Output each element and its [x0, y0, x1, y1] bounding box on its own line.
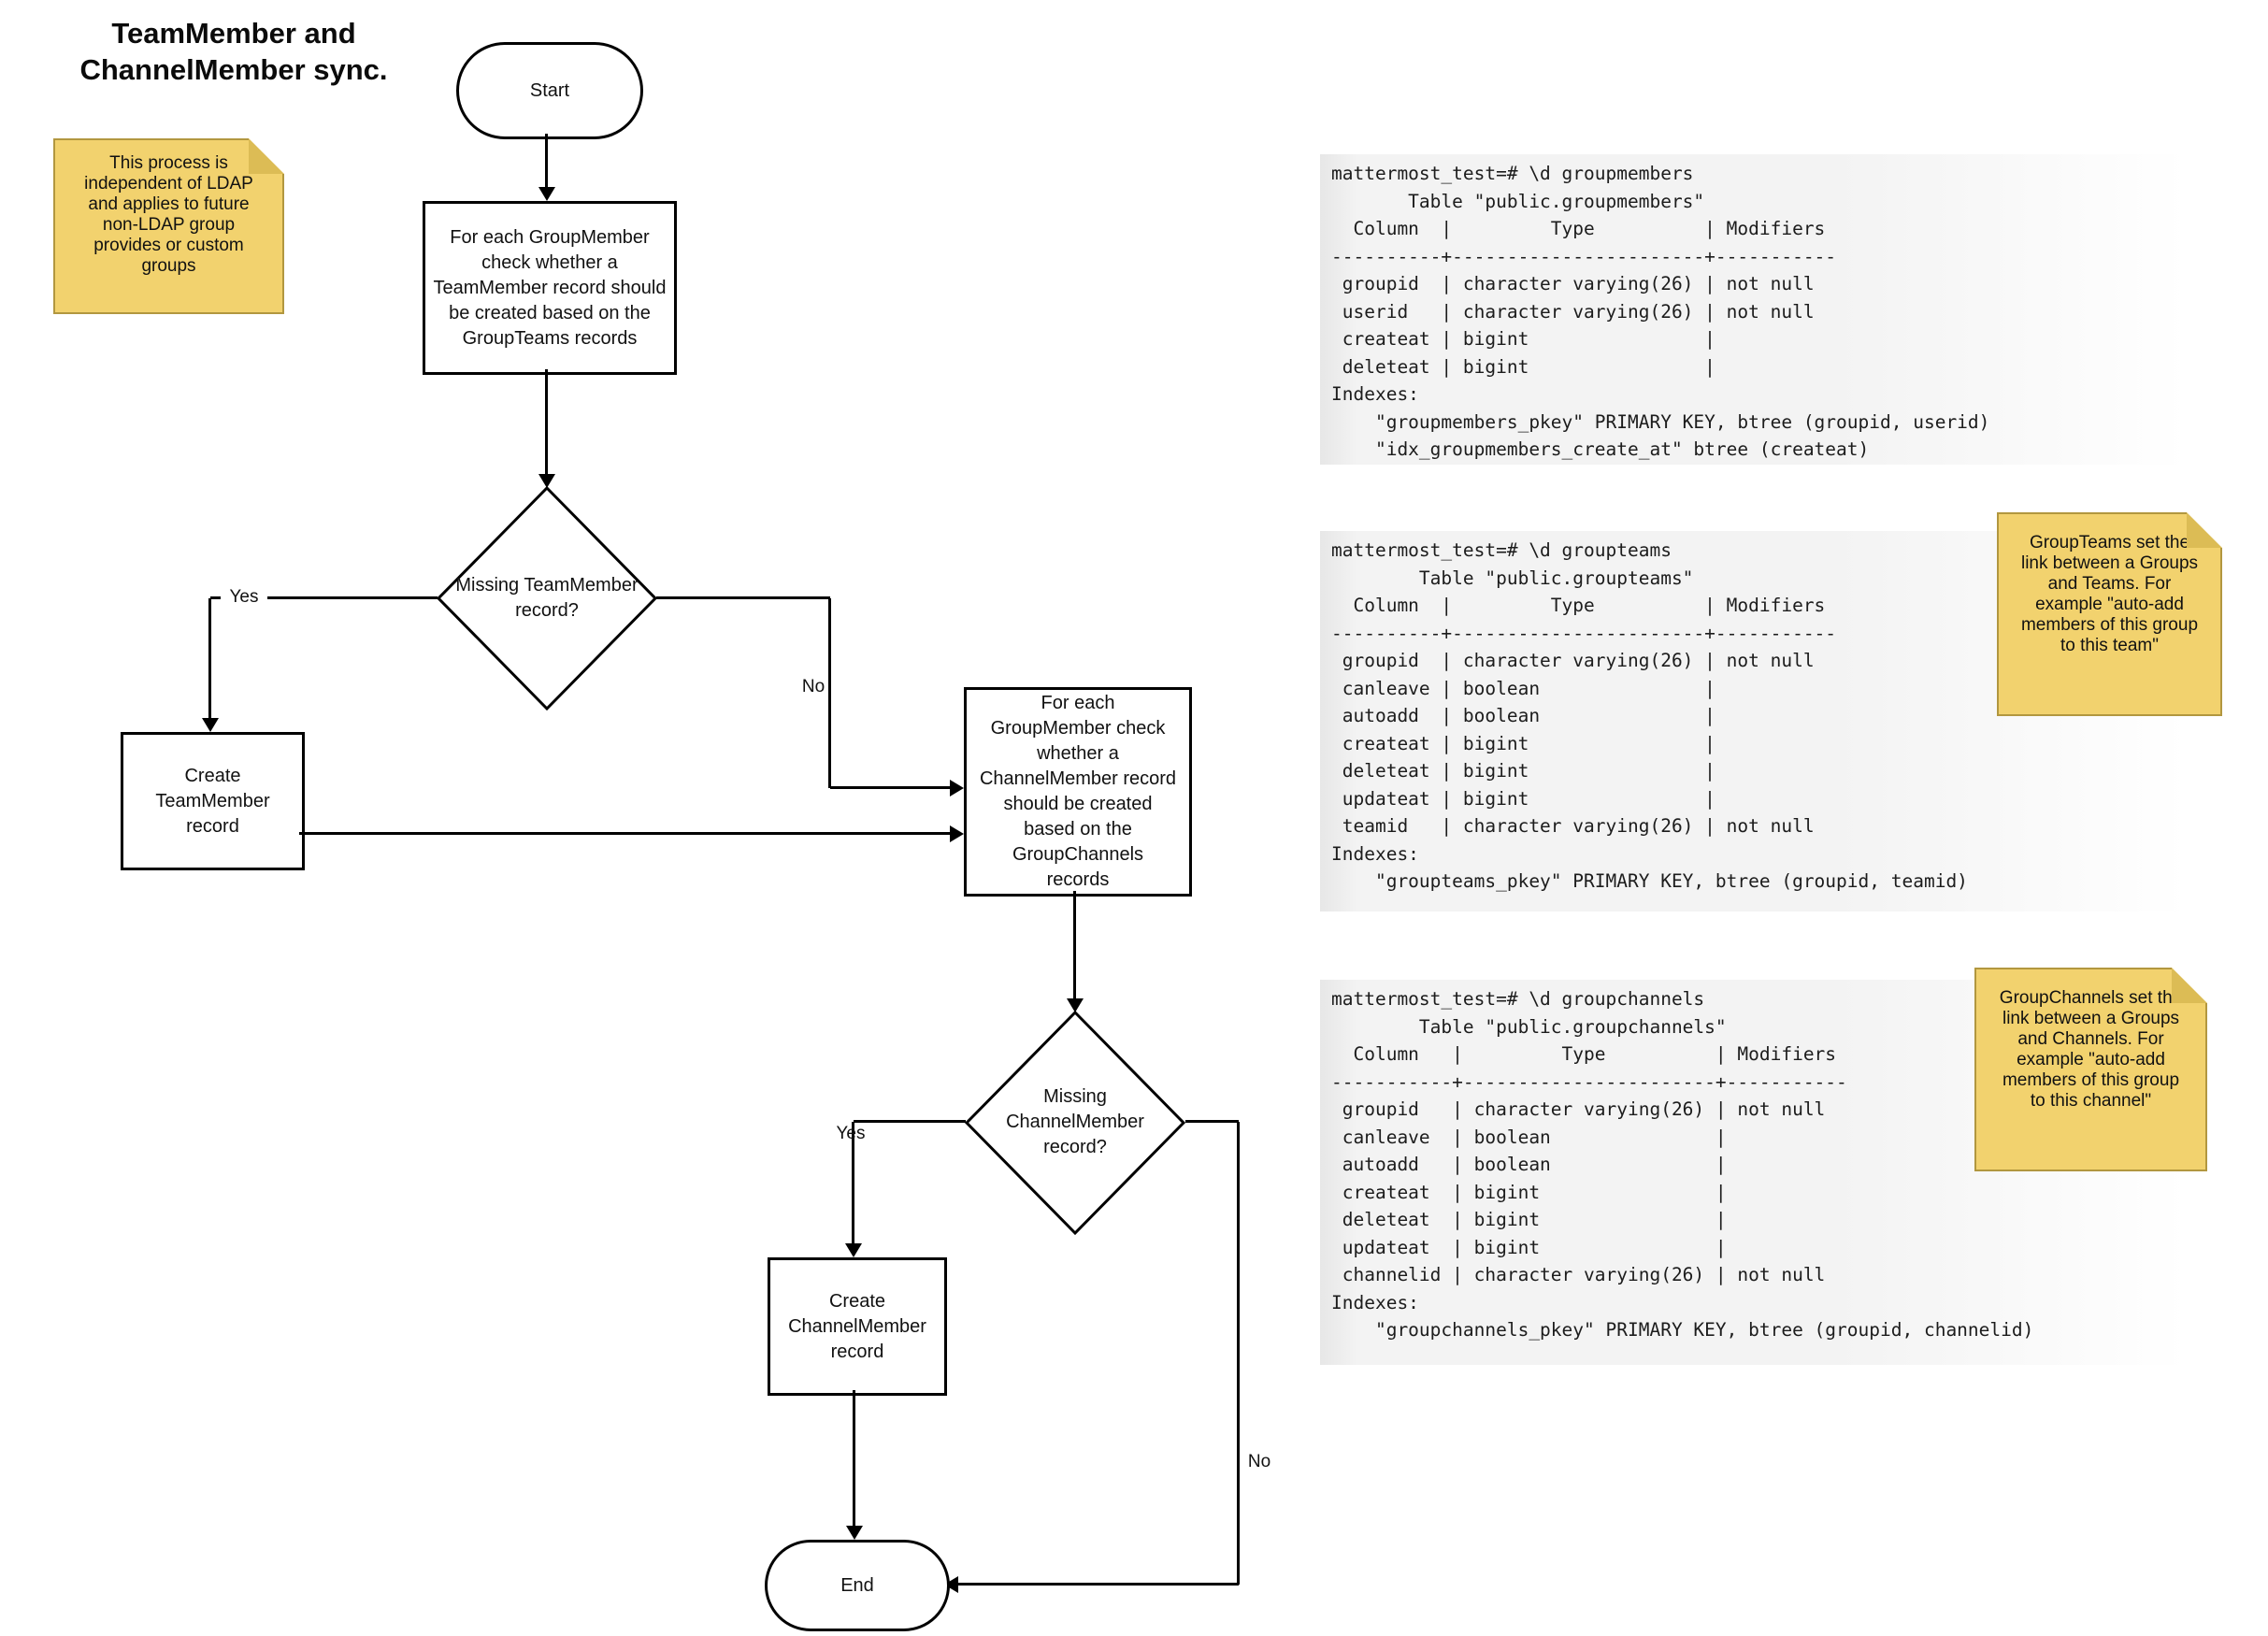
- connector-process2-decision2: [1073, 891, 1076, 999]
- terminal-output-groupchannels-text: mattermost_test=# \d groupchannels Table…: [1331, 988, 2034, 1341]
- connector-decision2-no-v: [1237, 1122, 1240, 1585]
- process-check-channelmember: For each GroupMember check whether a Cha…: [964, 687, 1192, 897]
- connector-decision2-yes-v: [852, 1122, 854, 1244]
- process-check-channelmember-label: For each GroupMember check whether a Cha…: [979, 693, 1177, 890]
- terminal-output-groupmembers-text: mattermost_test=# \d groupmembers Table …: [1331, 163, 1990, 460]
- connector-createtm-process2: [299, 832, 951, 835]
- process-check-teammember-label: For each GroupMember check whether a Tea…: [433, 226, 667, 349]
- connector-decision1-yes-v: [208, 598, 211, 720]
- connector-decision2-no-h2: [958, 1583, 1239, 1586]
- sticky-note-process: This process is independent of LDAP and …: [53, 138, 284, 314]
- connector-decision2-no-h1: [1185, 1120, 1239, 1123]
- terminal-output-groupmembers: mattermost_test=# \d groupmembers Table …: [1320, 154, 2262, 465]
- arrowhead-process2-decision2: [1067, 998, 1084, 1012]
- process-create-channelmember-label: Create ChannelMember record: [788, 1290, 926, 1362]
- connector-process1-decision1: [545, 369, 548, 475]
- sticky-note-groupteams: GroupTeams set the link between a Groups…: [1997, 512, 2222, 716]
- edge-label-no-1: No: [801, 677, 825, 696]
- terminal-output-groupteams-text: mattermost_test=# \d groupteams Table "p…: [1331, 539, 1968, 892]
- sticky-note-groupteams-text: GroupTeams set the link between a Groups…: [2020, 533, 2199, 655]
- arrowhead-createtm-process2: [950, 825, 964, 842]
- note-fold-corner: [2187, 512, 2222, 548]
- sticky-note-groupchannels-text: GroupChannels set the link between a Gro…: [1999, 988, 2183, 1111]
- connector-decision1-no-v: [828, 598, 831, 788]
- connector-start-process1: [545, 134, 548, 189]
- connector-createcm-end: [853, 1390, 855, 1527]
- start-node-label: Start: [529, 79, 570, 101]
- sticky-note-process-text: This process is independent of LDAP and …: [84, 153, 253, 276]
- arrowhead-start-process1: [538, 187, 555, 201]
- note-fold-corner: [249, 138, 284, 174]
- edge-label-yes-1: Yes: [221, 588, 267, 607]
- start-node: Start: [456, 42, 643, 139]
- arrowhead-decision1-yes: [202, 718, 219, 732]
- decision-missing-channelmember-label: Missing ChannelMember record?: [1006, 1086, 1144, 1157]
- arrowhead-decision1-no: [950, 780, 964, 796]
- process-create-channelmember: Create ChannelMember record: [768, 1257, 947, 1396]
- end-node-label: End: [840, 1574, 874, 1596]
- connector-decision2-yes-h: [854, 1120, 966, 1123]
- process-create-teammember: Create TeamMember record: [121, 732, 305, 870]
- arrowhead-process1-decision1: [538, 474, 555, 488]
- decision-missing-channelmember-shape: [964, 1010, 1186, 1236]
- process-check-teammember: For each GroupMember check whether a Tea…: [423, 201, 677, 375]
- connector-decision1-yes-h: [210, 596, 438, 599]
- end-node: End: [765, 1540, 950, 1631]
- note-fold-corner: [2172, 968, 2207, 1003]
- edge-label-no-2: No: [1247, 1452, 1271, 1471]
- edge-label-yes-2: Yes: [836, 1124, 866, 1143]
- connector-decision1-no-h1: [656, 596, 830, 599]
- arrowhead-createcm-end: [846, 1526, 863, 1540]
- page-title: TeamMember and ChannelMember sync.: [79, 17, 388, 86]
- arrowhead-decision2-yes: [845, 1243, 862, 1257]
- sticky-note-groupchannels: GroupChannels set the link between a Gro…: [1974, 968, 2207, 1171]
- process-create-teammember-label: Create TeamMember record: [155, 765, 270, 837]
- connector-decision1-no-h2: [830, 786, 951, 789]
- decision-missing-teammember-label: Missing TeamMember record?: [455, 575, 639, 621]
- decision-missing-teammember-shape: [436, 485, 658, 711]
